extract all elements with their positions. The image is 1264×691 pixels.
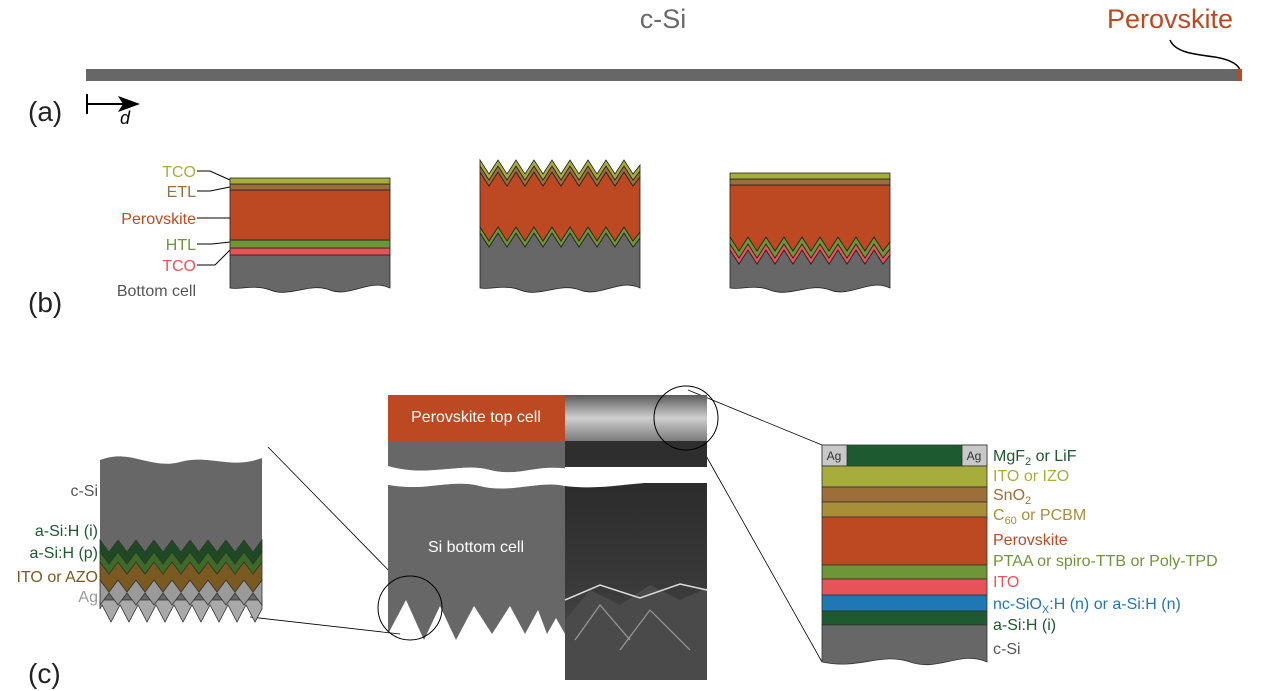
panel-b-label: (b): [28, 287, 62, 318]
panel-c: (c) c-Si a-Si:H (i) a-Si:H (p) ITO or AZ…: [17, 385, 1218, 689]
zoom-circle-top: [653, 385, 719, 451]
mgf2-label: MgF2 or LiF: [993, 448, 1077, 468]
depth-arrow-icon: [86, 94, 140, 114]
left-asih-p-label: a-Si:H (p): [30, 545, 98, 562]
ito-izo-label: ITO or IZO: [993, 468, 1069, 485]
label-tco-bottom: TCO: [162, 258, 196, 275]
planar-stack: [229, 177, 391, 293]
label-perovskite-b: Perovskite: [121, 211, 196, 228]
zoom-circle-bottom: [377, 575, 443, 641]
depth-symbol: d: [120, 108, 131, 128]
perovskite-bar: [1238, 69, 1242, 81]
left-ito-azo-label: ITO or AZO: [17, 569, 99, 586]
zoom-lines: [249, 389, 823, 663]
perovskite-pointer-line: [1169, 39, 1242, 73]
perovskite-label-a: Perovskite: [1107, 4, 1233, 34]
ag-right-label: Ag: [967, 449, 982, 463]
leader-lines-b: [197, 170, 231, 266]
planarized-stack: [729, 172, 891, 293]
c60-label: C60 or PCBM: [993, 507, 1086, 527]
ito-label: ITO: [993, 574, 1019, 591]
conformal-stack: [479, 158, 641, 293]
ag-left-label: Ag: [827, 449, 842, 463]
panel-a: c-Si Perovskite (a) d: [28, 4, 1242, 128]
label-etl: ETL: [167, 184, 196, 201]
label-htl: HTL: [166, 237, 196, 254]
break-gap: [380, 466, 712, 489]
label-bottom-cell-b: Bottom cell: [117, 283, 196, 300]
si-bottom-cell-label: Si bottom cell: [428, 539, 524, 556]
center-schematic: [388, 395, 565, 640]
left-ag-label: Ag: [78, 589, 98, 606]
label-tco-top: TCO: [162, 164, 196, 181]
left-detail-stack: [99, 456, 263, 623]
sno2-label: SnO2: [993, 487, 1031, 507]
left-csi-label: c-Si: [70, 483, 98, 500]
right-detail-stack: [821, 444, 988, 666]
panel-b: (b) TCO ETL Perovskite HTL TCO Bottom ce…: [28, 158, 891, 318]
csi-label-right: c-Si: [993, 641, 1021, 658]
left-asih-i-label: a-Si:H (i): [35, 523, 98, 540]
csi-label-a: c-Si: [640, 4, 687, 34]
asih-i-label-right: a-Si:H (i): [993, 617, 1056, 634]
panel-a-label: (a): [28, 96, 62, 127]
csi-bar: [86, 69, 1238, 81]
ncsiox-label: nc-SiOX:H (n) or a-Si:H (n): [993, 596, 1181, 616]
perovskite-top-cell-label: Perovskite top cell: [411, 409, 541, 426]
sem-micrograph: [564, 395, 708, 680]
perovskite-label-c: Perovskite: [993, 532, 1068, 549]
panel-c-label: (c): [28, 658, 61, 689]
ptaa-label: PTAA or spiro-TTB or Poly-TPD: [993, 553, 1218, 570]
